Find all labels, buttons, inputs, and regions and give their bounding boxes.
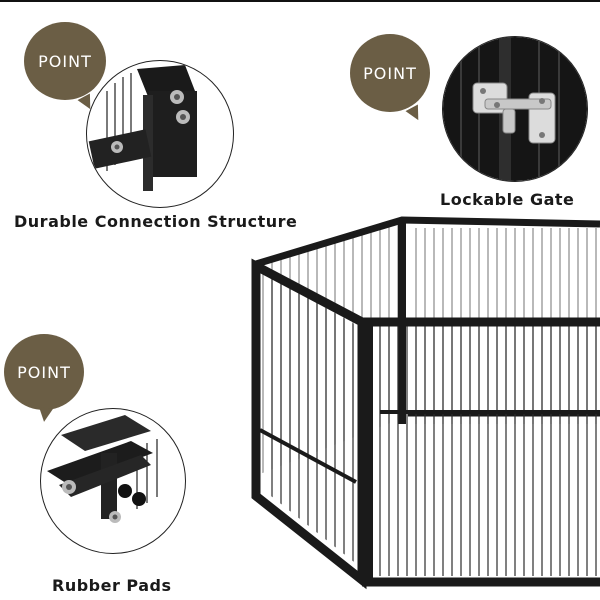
point-badge-connection: POINT xyxy=(24,22,106,100)
gate-latch-icon xyxy=(442,36,588,182)
point-badge-gate: POINT xyxy=(350,34,430,112)
feature-caption-connection: Durable Connection Structure xyxy=(14,212,298,231)
feature-caption-gate: Lockable Gate xyxy=(440,190,575,209)
point-badge-pads: POINT xyxy=(4,334,84,410)
connection-joint-icon xyxy=(86,60,234,208)
feature-caption-pads: Rubber Pads xyxy=(52,576,172,595)
playpen-product-image xyxy=(251,216,600,590)
top-divider xyxy=(0,0,600,2)
point-badge-label: POINT xyxy=(38,51,92,71)
rubber-pad-foot-icon xyxy=(40,408,186,554)
point-badge-label: POINT xyxy=(363,63,417,83)
point-badge-label: POINT xyxy=(17,362,71,382)
